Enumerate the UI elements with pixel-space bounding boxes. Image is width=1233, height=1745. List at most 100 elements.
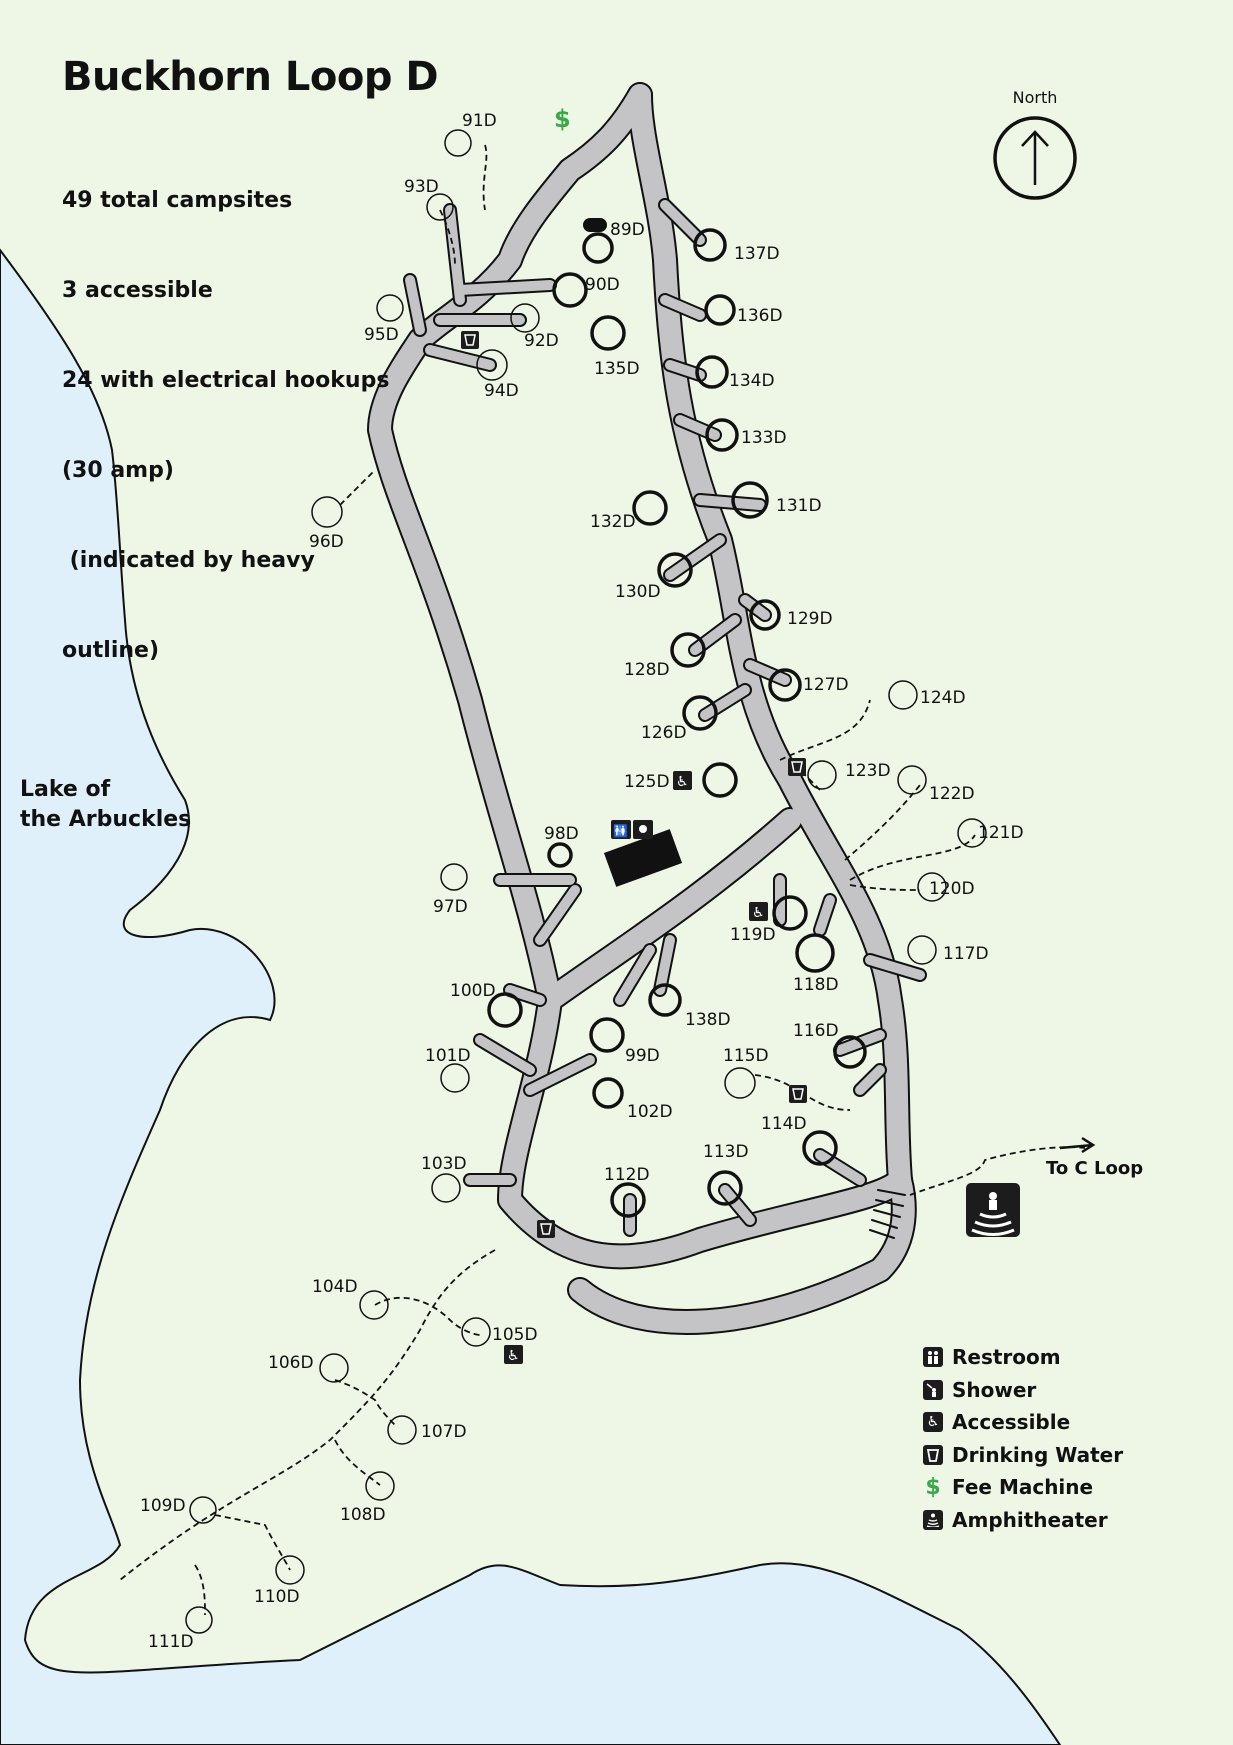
restroom-icon [922,1346,944,1368]
legend-item-shower: Shower [922,1374,1123,1407]
site-121d-label: 121D [978,823,1024,843]
site-134d-label: 134D [729,371,775,391]
site-90d-label: 90D [585,275,620,295]
site-111d-label: 111D [148,1632,194,1652]
site-132d-label: 132D [590,512,636,532]
stat-total: 49 total campsites [62,188,293,213]
site-128d-label: 128D [624,660,670,680]
site-98d-label: 98D [544,824,579,844]
lake-west [0,248,1062,1745]
site-124d-label: 124D [920,688,966,708]
restroom-icon: 🚻 [611,820,631,839]
stat-electrical: 24 with electrical hookups [62,368,390,393]
drinking-water-icon [789,1085,807,1103]
legend-label: Amphitheater [952,1507,1108,1532]
site-109d-label: 109D [140,1496,186,1516]
map-title: Buckhorn Loop D [62,54,439,100]
legend-label: Drinking Water [952,1442,1124,1467]
pavilion [603,829,683,887]
site-115d-label: 115D [723,1046,769,1066]
legend-label: Shower [952,1377,1037,1402]
site-113d-label: 113D [703,1142,749,1162]
walk-in-trails [119,144,1086,1616]
campsite-pads [185,129,987,1634]
arrow-to-c-loop-icon [1059,1136,1096,1154]
legend-item-fee-machine: $ Fee Machine [922,1471,1123,1504]
svg-text:🚻: 🚻 [613,824,628,838]
site-125d-label: 125D [624,772,670,792]
legend-item-accessible: ♿ Accessible [922,1406,1123,1439]
site-112d-label: 112D [604,1165,650,1185]
campsite-stats: 49 total campsites 3 accessible 24 with … [62,126,389,696]
legend-label: Restroom [952,1345,1061,1370]
site-89d-label: 89D [610,220,645,240]
site-107d-label: 107D [421,1422,467,1442]
drinking-water-icon [537,1220,555,1238]
site-122d-label: 122D [929,784,975,804]
site-117d-label: 117D [943,944,989,964]
drinking-water-icon [461,331,479,349]
north-indicator: North [990,88,1080,111]
shower-icon [633,820,653,839]
svg-text:♿: ♿ [676,774,689,790]
amphitheater-icon [966,1183,1020,1237]
accessible-icon: ♿ [504,1345,523,1364]
site-110d-label: 110D [254,1587,300,1607]
shower-icon [922,1379,944,1401]
site-116d-label: 116D [793,1021,839,1041]
legend-item-amphitheater: Amphitheater [922,1504,1123,1537]
svg-text:♿: ♿ [507,1348,520,1364]
legend-label: Fee Machine [952,1475,1094,1500]
site-120d-label: 120D [929,879,975,899]
lake-label: Lake of the Arbuckles [20,775,191,835]
site-92d-label: 92D [524,331,559,351]
site-94d-label: 94D [484,381,519,401]
lake-label-line1: Lake of [20,777,111,802]
site-133d-label: 133D [741,428,787,448]
site-138d-label: 138D [685,1010,731,1030]
svg-text:♿: ♿ [752,905,765,921]
site-97d-label: 97D [433,897,468,917]
site-106d-label: 106D [268,1353,314,1373]
site-104d-label: 104D [312,1277,358,1297]
to-c-loop-label: To C Loop [1046,1158,1144,1179]
legend: Restroom Shower ♿ Accessible Drinking Wa… [922,1341,1123,1536]
lake-label-line2: the Arbuckles [20,807,192,832]
site-101d-label: 101D [425,1046,471,1066]
site-119d-label: 119D [730,925,776,945]
site-95d-label: 95D [364,325,399,345]
accessible-icon: ♿ [749,902,768,921]
stat-amp: (30 amp) [62,458,174,483]
site-136d-label: 136D [737,306,783,326]
site-123d-label: 123D [845,761,891,781]
stat-accessible: 3 accessible [62,278,213,303]
legend-item-drinking-water: Drinking Water [922,1439,1123,1472]
stat-note: (indicated by heavy [62,548,315,573]
site-96d-label: 96D [309,532,344,552]
map-amenity-icons: $ ♿ ♿ ♿ 🚻 [461,105,1020,1364]
site-129d-label: 129D [787,609,833,629]
stat-note-2: outline) [62,638,160,663]
road-network [367,82,927,1335]
site-137d-label: 137D [734,244,780,264]
site-118d-label: 118D [793,975,839,995]
site-114d-label: 114D [761,1114,807,1134]
fee-machine-icon: $ [554,105,571,133]
site-99d-label: 99D [625,1046,660,1066]
site-108d-label: 108D [340,1505,386,1525]
drinking-water-icon [922,1444,944,1466]
accessible-icon: ♿ [673,771,692,790]
legend-item-restroom: Restroom [922,1341,1123,1374]
drinking-water-icon [788,758,806,776]
north-arrow-icon [993,116,1077,200]
site-105d-label: 105D [492,1325,538,1345]
north-label: North [1012,88,1058,107]
site-labels: 89D 90D 91D 92D 93D 94D 95D 96D 97D 98D … [140,111,1024,1652]
accessible-icon: ♿ [922,1411,944,1433]
site-91d-label: 91D [462,111,497,131]
site-93d-label: 93D [404,177,439,197]
fee-machine-icon: $ [925,1474,941,1500]
legend-label: Accessible [952,1410,1071,1435]
site-100d-label: 100D [450,981,496,1001]
